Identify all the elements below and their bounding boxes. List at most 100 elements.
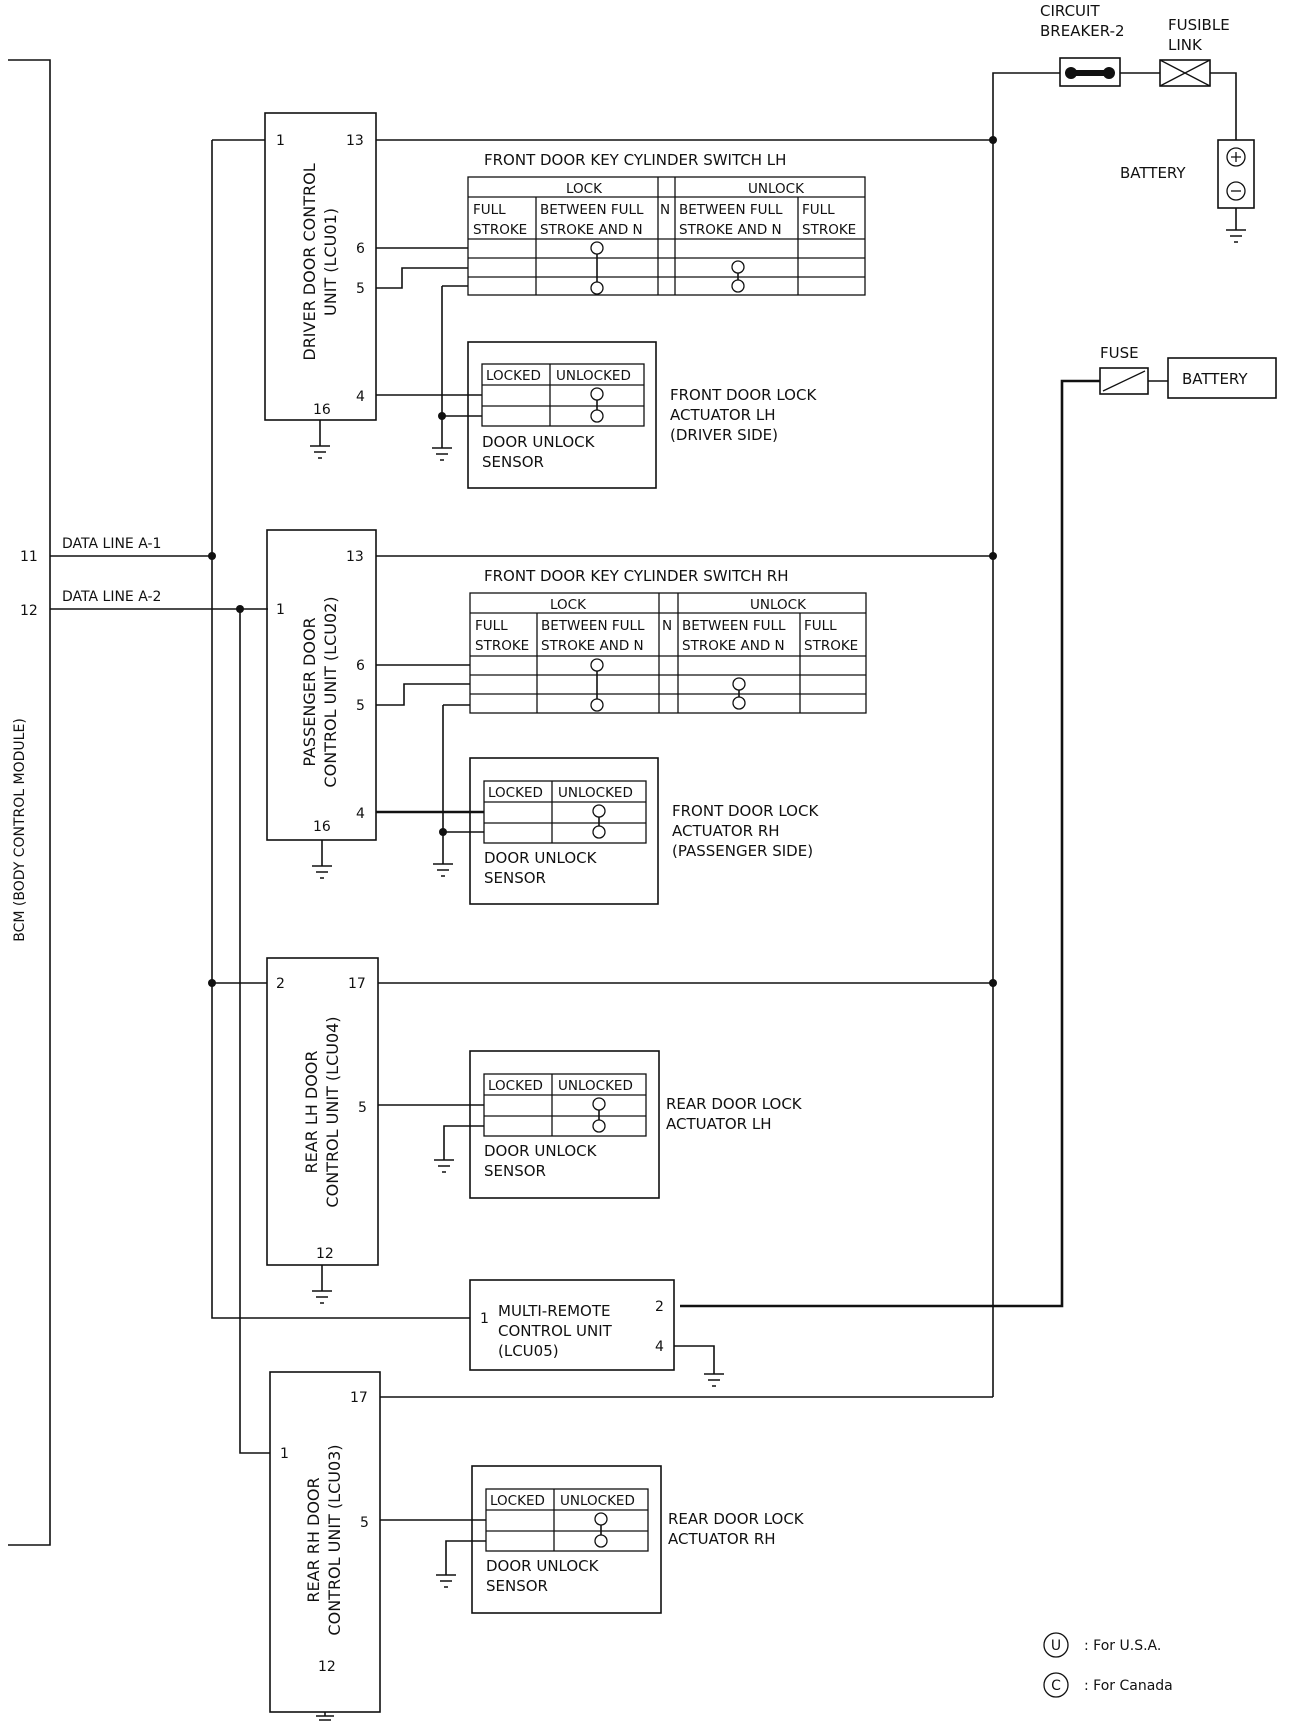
driver-n-header: N bbox=[660, 202, 670, 218]
driver-pin-6: 6 bbox=[356, 241, 365, 257]
passenger-sensor-unlocked: UNLOCKED bbox=[558, 785, 633, 801]
fusible-link-label-1: FUSIBLE bbox=[1168, 16, 1230, 34]
passenger-sensor-locked: LOCKED bbox=[488, 785, 543, 801]
passenger-unlock-header: UNLOCK bbox=[750, 597, 807, 613]
legend: U : For U.S.A. C : For Canada bbox=[1043, 1632, 1173, 1698]
passenger-between-lock-b: STROKE AND N bbox=[541, 638, 644, 654]
passenger-sensor-label-1: DOOR UNLOCK bbox=[484, 849, 598, 867]
passenger-door-control-unit: PASSENGER DOOR CONTROL UNIT (LCU02) 1 13… bbox=[266, 529, 377, 879]
legend-u-text: : For U.S.A. bbox=[1084, 1638, 1161, 1654]
passenger-between-unlock-a: BETWEEN FULL bbox=[682, 618, 786, 634]
passenger-key-switch: FRONT DOOR KEY CYLINDER SWITCH RH LOCK U… bbox=[376, 567, 867, 714]
driver-actuator-label-2: ACTUATOR LH bbox=[670, 406, 776, 424]
passenger-lock-actuator: LOCKED UNLOCKED DOOR UNLOCK SENSOR FRONT… bbox=[376, 705, 819, 905]
driver-sensor-label-2: SENSOR bbox=[482, 453, 544, 471]
passenger-pin-13: 13 bbox=[346, 549, 364, 565]
passenger-unit-name-1: PASSENGER DOOR bbox=[300, 617, 319, 766]
passenger-between-lock-a: BETWEEN FULL bbox=[541, 618, 645, 634]
rear-rh-lock-actuator: LOCKED UNLOCKED DOOR UNLOCK SENSOR REAR … bbox=[380, 1465, 805, 1614]
passenger-unit-name-2: CONTROL UNIT (LCU02) bbox=[321, 596, 340, 787]
driver-between-lock-a: BETWEEN FULL bbox=[540, 202, 644, 218]
passenger-pin-1: 1 bbox=[276, 602, 285, 618]
fusible-link-label-2: LINK bbox=[1168, 36, 1203, 54]
driver-actuator-label-3: (DRIVER SIDE) bbox=[670, 426, 778, 444]
data-line-a1-label: DATA LINE A-1 bbox=[62, 536, 161, 552]
rear-lh-pin-12: 12 bbox=[316, 1246, 334, 1262]
multi-remote-name-1: MULTI-REMOTE bbox=[498, 1302, 611, 1320]
passenger-lock-header: LOCK bbox=[550, 597, 587, 613]
passenger-between-unlock-b: STROKE AND N bbox=[682, 638, 785, 654]
fusible-link: FUSIBLE LINK bbox=[1159, 16, 1230, 87]
multi-remote-pin-4: 4 bbox=[655, 1339, 664, 1355]
rear-lh-pin-5: 5 bbox=[358, 1100, 367, 1116]
passenger-actuator-label-2: ACTUATOR RH bbox=[672, 822, 780, 840]
circuit-breaker-label-2: BREAKER-2 bbox=[1040, 22, 1125, 40]
driver-lock-actuator: LOCKED UNLOCKED DOOR UNLOCK SENSOR FRONT… bbox=[376, 286, 817, 489]
passenger-full-unlock-b: STROKE bbox=[804, 638, 858, 654]
rear-lh-pin-17: 17 bbox=[348, 976, 366, 992]
driver-switch-title: FRONT DOOR KEY CYLINDER SWITCH LH bbox=[484, 151, 786, 169]
multi-remote-name-2: CONTROL UNIT bbox=[498, 1322, 613, 1340]
rear-rh-pin-5: 5 bbox=[360, 1515, 369, 1531]
battery-top: BATTERY bbox=[1120, 139, 1255, 209]
rear-lh-actuator-label-2: ACTUATOR LH bbox=[666, 1115, 772, 1133]
rear-rh-sensor-label-1: DOOR UNLOCK bbox=[486, 1557, 600, 1575]
driver-unlock-header: UNLOCK bbox=[748, 181, 805, 197]
driver-lock-header: LOCK bbox=[566, 181, 603, 197]
driver-sensor-label-1: DOOR UNLOCK bbox=[482, 433, 596, 451]
power-bus bbox=[376, 72, 1246, 1398]
passenger-full-lock-a: FULL bbox=[475, 618, 508, 634]
driver-between-unlock-a: BETWEEN FULL bbox=[679, 202, 783, 218]
rear-lh-door-control-unit: REAR LH DOOR CONTROL UNIT (LCU04) 2 17 5… bbox=[266, 957, 379, 1304]
passenger-actuator-label-1: FRONT DOOR LOCK bbox=[672, 802, 819, 820]
bcm-module: BCM (BODY CONTROL MODULE) 11 12 DATA LIN… bbox=[8, 59, 161, 1546]
passenger-actuator-label-3: (PASSENGER SIDE) bbox=[672, 842, 813, 860]
rear-rh-sensor-locked: LOCKED bbox=[490, 1493, 545, 1509]
passenger-pin-16: 16 bbox=[313, 819, 331, 835]
rear-rh-actuator-label-1: REAR DOOR LOCK bbox=[668, 1510, 805, 1528]
driver-door-control-unit: DRIVER DOOR CONTROL UNIT (LCU01) 1 13 6 … bbox=[264, 112, 377, 459]
passenger-switch-title: FRONT DOOR KEY CYLINDER SWITCH RH bbox=[484, 567, 788, 585]
passenger-pin-5: 5 bbox=[356, 698, 365, 714]
fuse-label: FUSE bbox=[1100, 344, 1139, 362]
driver-pin-5: 5 bbox=[356, 281, 365, 297]
rear-rh-door-control-unit: REAR RH DOOR CONTROL UNIT (LCU03) 1 17 5… bbox=[269, 1371, 381, 1721]
driver-full-unlock-a: FULL bbox=[802, 202, 835, 218]
driver-between-lock-b: STROKE AND N bbox=[540, 222, 643, 238]
multi-remote-control-unit: MULTI-REMOTE CONTROL UNIT (LCU05) 1 2 4 bbox=[469, 1279, 724, 1387]
driver-pin-13: 13 bbox=[346, 133, 364, 149]
legend-u-icon: U bbox=[1051, 1638, 1061, 1654]
rear-lh-lock-actuator: LOCKED UNLOCKED DOOR UNLOCK SENSOR REAR … bbox=[378, 1050, 803, 1199]
battery-label: BATTERY bbox=[1120, 164, 1186, 182]
rear-lh-pin-2: 2 bbox=[276, 976, 285, 992]
driver-pin-4: 4 bbox=[356, 389, 365, 405]
rear-rh-pin-1: 1 bbox=[280, 1446, 289, 1462]
rear-lh-sensor-label-2: SENSOR bbox=[484, 1162, 546, 1180]
rear-rh-sensor-unlocked: UNLOCKED bbox=[560, 1493, 635, 1509]
passenger-sensor-label-2: SENSOR bbox=[484, 869, 546, 887]
fuse-battery: FUSE BATTERY bbox=[680, 344, 1277, 1308]
passenger-pin-4: 4 bbox=[356, 806, 365, 822]
legend-c-text: : For Canada bbox=[1084, 1678, 1173, 1694]
multi-remote-pin-2: 2 bbox=[655, 1299, 664, 1315]
rear-rh-sensor-label-2: SENSOR bbox=[486, 1577, 548, 1595]
passenger-pin-6: 6 bbox=[356, 658, 365, 674]
driver-between-unlock-b: STROKE AND N bbox=[679, 222, 782, 238]
rear-lh-sensor-locked: LOCKED bbox=[488, 1078, 543, 1094]
rear-lh-sensor-label-1: DOOR UNLOCK bbox=[484, 1142, 598, 1160]
legend-c-icon: C bbox=[1051, 1678, 1061, 1694]
passenger-n-header: N bbox=[662, 618, 672, 634]
rear-rh-pin-17: 17 bbox=[350, 1390, 368, 1406]
multi-remote-pin-1: 1 bbox=[480, 1311, 489, 1327]
driver-full-unlock-b: STROKE bbox=[802, 222, 856, 238]
driver-key-switch: FRONT DOOR KEY CYLINDER SWITCH LH LOCK U… bbox=[376, 151, 866, 296]
rear-lh-actuator-label-1: REAR DOOR LOCK bbox=[666, 1095, 803, 1113]
rear-rh-unit-name-1: REAR RH DOOR bbox=[304, 1477, 323, 1602]
driver-full-lock-b: STROKE bbox=[473, 222, 527, 238]
circuit-breaker: CIRCUIT BREAKER-2 bbox=[1040, 2, 1125, 87]
bcm-label: BCM (BODY CONTROL MODULE) bbox=[12, 718, 28, 942]
driver-sensor-unlocked: UNLOCKED bbox=[556, 368, 631, 384]
rear-rh-unit-name-2: CONTROL UNIT (LCU03) bbox=[325, 1444, 344, 1635]
multi-remote-name-3: (LCU05) bbox=[498, 1342, 559, 1360]
